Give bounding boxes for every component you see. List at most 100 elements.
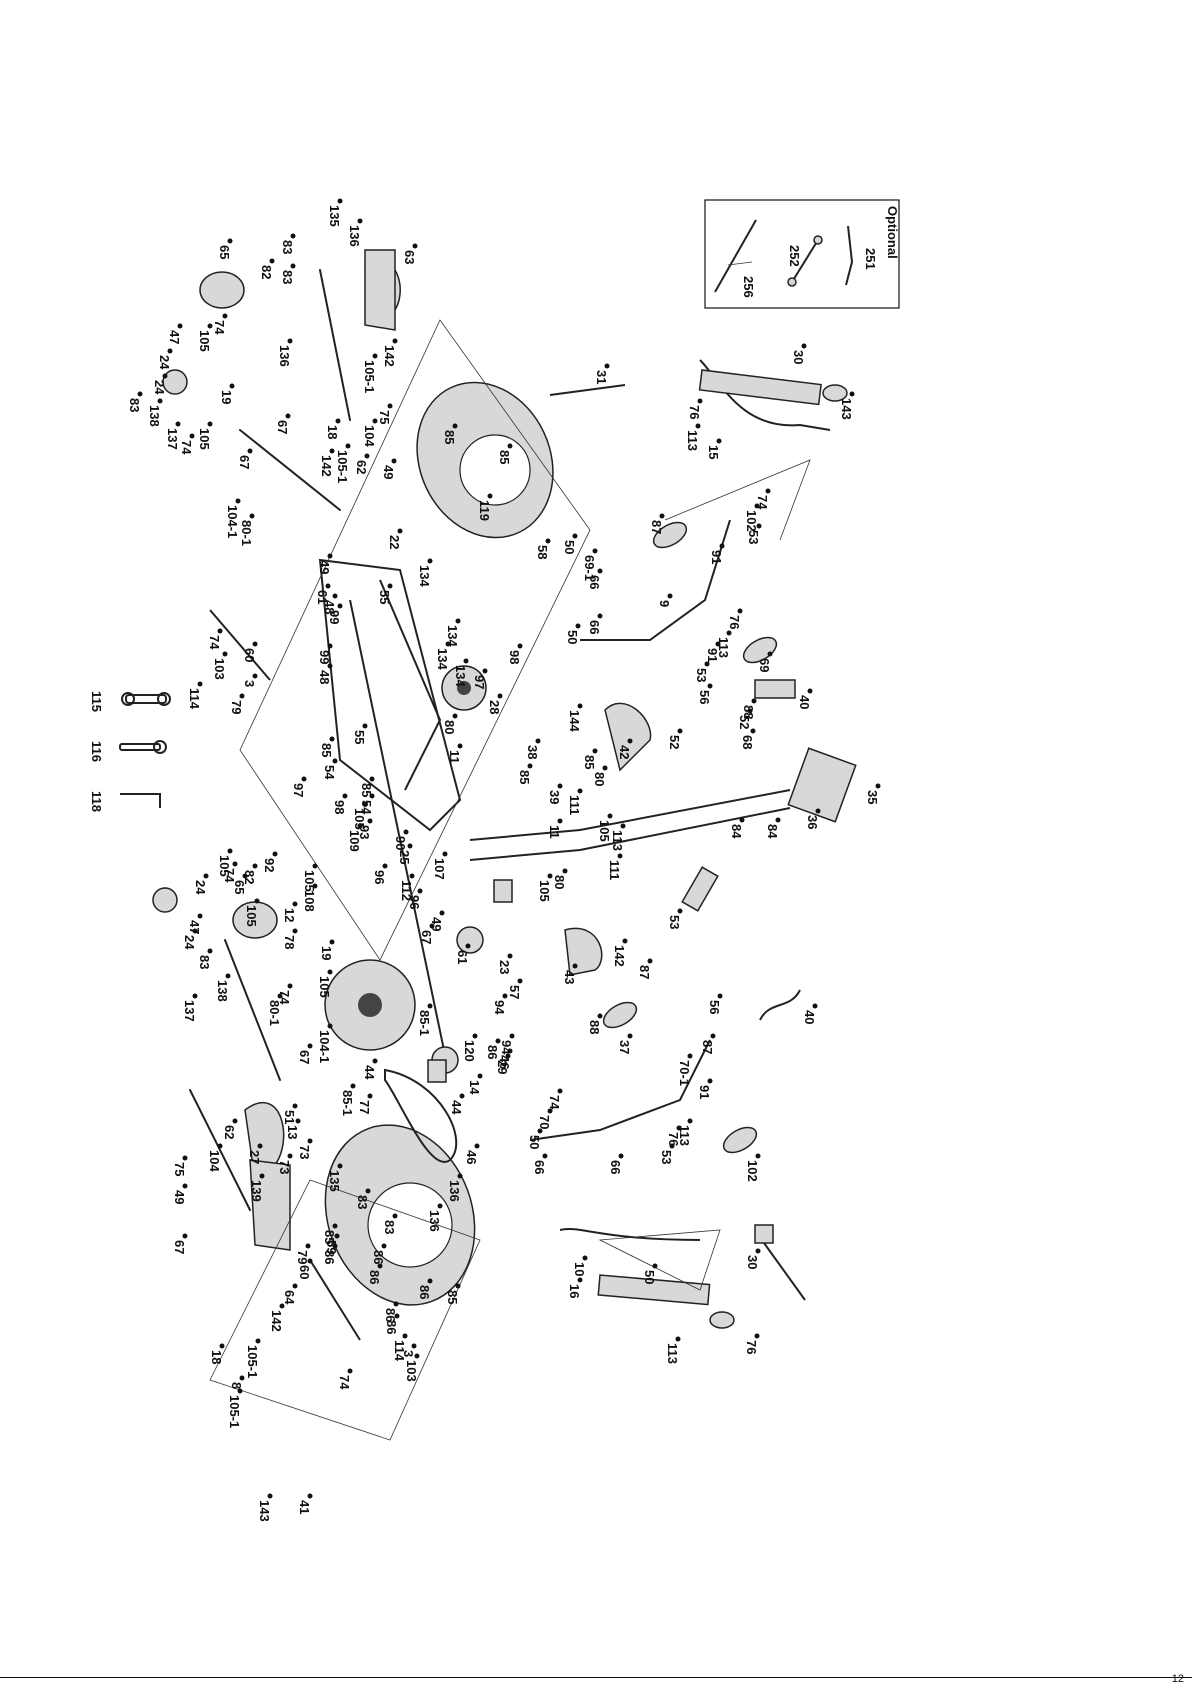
- callout-80: 80: [442, 720, 457, 734]
- callout-85: 85: [442, 430, 457, 444]
- callout-98: 98: [332, 800, 347, 814]
- callout-dot: [219, 1343, 225, 1349]
- callout-53: 53: [694, 668, 709, 682]
- callout-80-1: 80-1: [267, 1000, 282, 1026]
- callout-3: 3: [242, 680, 257, 687]
- callout-12: 12: [282, 908, 297, 922]
- callout-dot: [285, 413, 291, 419]
- callout-105-1: 105-1: [227, 1395, 242, 1428]
- callout-dot: [305, 1243, 311, 1249]
- callout-51: 51: [282, 1110, 297, 1124]
- callout-80: 80: [592, 772, 607, 786]
- callout-dot: [387, 403, 393, 409]
- callout-107: 107: [432, 858, 447, 880]
- callout-dot: [292, 1103, 298, 1109]
- callout-80: 80: [552, 875, 567, 889]
- callout-dot: [372, 418, 378, 424]
- callout-134: 134: [435, 648, 450, 670]
- callout-dot: [427, 1003, 433, 1009]
- callout-65: 65: [232, 880, 247, 894]
- callout-dot: [325, 583, 331, 589]
- callout-dot: [337, 603, 343, 609]
- callout-86: 86: [367, 1270, 382, 1284]
- callout-105: 105: [244, 905, 259, 927]
- callout-86: 86: [322, 1250, 337, 1264]
- callout-dot: [442, 851, 448, 857]
- callout-9: 9: [657, 600, 672, 607]
- callout-dot: [677, 728, 683, 734]
- callout-104: 104: [362, 425, 377, 447]
- callout-70: 70: [537, 1115, 552, 1129]
- callout-39: 39: [547, 790, 562, 804]
- callout-48: 48: [317, 670, 332, 684]
- callout-62: 62: [222, 1125, 237, 1139]
- callout-142: 142: [319, 455, 334, 477]
- callout-dot: [267, 1493, 273, 1499]
- callout-dot: [254, 898, 260, 904]
- callout-113: 113: [610, 830, 625, 851]
- callout-dot: [327, 969, 333, 975]
- callout-92: 92: [262, 858, 277, 872]
- callout-dot: [557, 818, 563, 824]
- callout-119: 119: [477, 500, 492, 521]
- callout-31: 31: [594, 370, 609, 384]
- callout-dot: [334, 1233, 340, 1239]
- callout-dot: [307, 1043, 313, 1049]
- callout-dot: [717, 993, 723, 999]
- callout-120: 120: [462, 1040, 477, 1062]
- callout-61: 61: [455, 950, 470, 964]
- callout-dot: [381, 1243, 387, 1249]
- callout-dot: [707, 1078, 713, 1084]
- callout-dot: [627, 738, 633, 744]
- callout-54: 54: [322, 765, 337, 780]
- callout-dot: [350, 1083, 356, 1089]
- callout-dot: [597, 568, 603, 574]
- callout-49: 49: [172, 1190, 187, 1204]
- callout-dot: [162, 373, 168, 379]
- callout-67: 67: [297, 1050, 312, 1064]
- callout-dot: [372, 353, 378, 359]
- callout-dot: [676, 1125, 682, 1131]
- callout-41: 41: [297, 1500, 312, 1514]
- callout-dot: [397, 528, 403, 534]
- callout-dot: [557, 783, 563, 789]
- callout-dot: [719, 543, 725, 549]
- callout-88: 88: [587, 1020, 602, 1034]
- callout-dot: [417, 888, 423, 894]
- callout-dot: [287, 983, 293, 989]
- callout-78: 78: [282, 935, 297, 949]
- callout-105: 105: [597, 820, 612, 842]
- callout-87: 87: [700, 1040, 715, 1054]
- callout-dot: [279, 1303, 285, 1309]
- callout-104-1: 104-1: [225, 505, 240, 538]
- callout-dot: [407, 843, 413, 849]
- callout-79: 79: [295, 1250, 310, 1264]
- callout-dot: [592, 748, 598, 754]
- callout-23: 23: [497, 960, 512, 974]
- callout-dot: [252, 863, 258, 869]
- callout-136: 136: [447, 1180, 462, 1202]
- callout-dot: [572, 963, 578, 969]
- callout-dot: [329, 736, 335, 742]
- callout-75: 75: [172, 1162, 187, 1176]
- callout-dot: [572, 533, 578, 539]
- callout-58: 58: [535, 545, 550, 559]
- callout-dot: [227, 238, 233, 244]
- callout-76: 76: [666, 1132, 681, 1146]
- callout-11: 11: [547, 825, 562, 839]
- callout-76: 76: [727, 615, 742, 629]
- callout-dot: [509, 1033, 515, 1039]
- callout-76: 76: [744, 1340, 759, 1354]
- callout-113: 113: [677, 1125, 692, 1146]
- callout-47: 47: [187, 920, 202, 934]
- callout-dot: [329, 448, 335, 454]
- callout-86: 86: [485, 1045, 500, 1059]
- callout-24: 24: [182, 935, 197, 950]
- callout-97: 97: [291, 783, 306, 797]
- callout-dot: [647, 958, 653, 964]
- callout-94: 94: [499, 1040, 514, 1055]
- callout-dot: [207, 323, 213, 329]
- callout-137: 137: [165, 428, 180, 450]
- callout-dot: [765, 488, 771, 494]
